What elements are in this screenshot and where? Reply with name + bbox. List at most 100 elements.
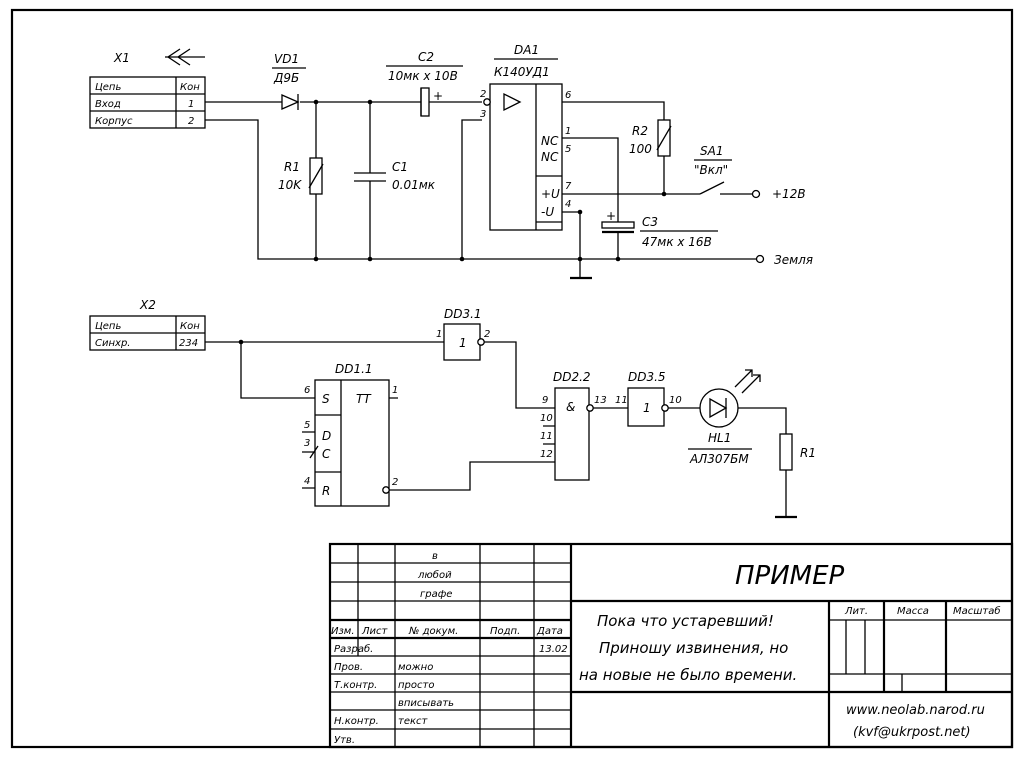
resistor-r1-top: R1 10K [278,102,324,259]
switch-sa1: SA1 "Вкл" [694,144,732,195]
dd35-pin: 11 [615,395,628,406]
dd22-pin: 13 [594,395,607,406]
c2-plus: + [433,89,443,103]
da1-label: +U [541,187,560,201]
wire-dd11-out [389,461,555,491]
capacitor-c3: + C3 47мк х 16В [601,209,718,249]
dd22-ref: DD2.2 [553,370,591,384]
x1-row-net: Вход [95,99,121,110]
change-note: любой [417,569,452,581]
dd11-pin: 6 [304,385,310,396]
c3-ref: C3 [642,215,658,229]
wire-ground [205,119,756,260]
role-label: Н.контр. [334,716,379,727]
da1-pin: 6 [565,90,571,101]
dd22-pin: 10 [540,413,553,424]
drawing-title: ПРИМЕР [735,561,845,591]
sa1-ref: SA1 [700,144,723,158]
header-change: Изм. [331,626,355,637]
junction-dots [313,99,667,262]
da1-label: NC [541,150,559,164]
x1-ref: X1 [113,51,130,65]
da1-pin: 4 [565,199,571,210]
da1-pin: 1 [565,126,571,137]
x1-row-pin: 2 [188,116,194,127]
col-header-mass: Масса [897,606,929,617]
hl1-ref: HL1 [708,431,731,445]
dd22-symbol: & [566,400,575,414]
connector-x1: X1 Цепь Кон Вход 1 Корпус 2 [89,48,206,129]
header-sheet: Лист [361,626,389,637]
col-header-lit: Лит. [844,606,868,617]
dd31-symbol: 1 [459,336,467,350]
dd11-pin: 4 [304,476,310,487]
da1-ref: DA1 [514,43,539,57]
dd31-ref: DD3.1 [444,307,482,321]
doc-line: просто [398,680,434,691]
hl1-type: АЛ307БМ [689,452,749,466]
connector-x2: X2 Цепь Кон Синхр. 234 [89,298,206,351]
x2-row-pin: 234 [179,338,198,349]
dd11-input-label: C [322,447,331,461]
description-line: Приношу извинения, но [599,639,788,657]
capacitor-c2: C2 10мк х 10В + [386,50,463,117]
doc-line: можно [398,662,433,673]
da1-label: NC [541,134,559,148]
dd35-pin: 10 [669,395,682,406]
c3-plus: + [606,209,616,223]
x1-header-pin: Кон [180,82,200,93]
x2-row-net: Синхр. [95,338,130,349]
x2-header-net: Цепь [95,321,121,332]
gate-dd3-5: DD3.5 1 11 10 [615,370,682,427]
change-note: в [432,551,438,562]
c1-value: 0.01мк [392,178,436,192]
role-label: Разраб. [334,643,373,655]
da1-pin: 7 [565,181,572,192]
wire-dd31-out [484,341,555,409]
da1-label: -U [541,205,554,219]
vd1-type: Д9Б [273,71,299,85]
wire-vminus-ground [562,211,592,279]
gate-dd2-2: DD2.2 & 9 10 11 12 13 [540,370,607,481]
net-vplus-label: +12В [772,187,806,201]
dd11-pin: 1 [392,385,398,396]
header-date: Дата [536,626,563,637]
description-line: на новые не было времени. [579,666,797,684]
contact-website: www.neolab.narod.ru [846,703,985,718]
header-signature: Подп. [490,626,520,637]
wire-c3 [562,137,619,259]
dd11-input-label: S [322,392,330,406]
role-label: Пров. [334,662,363,673]
dd35-symbol: 1 [643,401,651,415]
change-note: графе [420,589,452,600]
dd11-input-label: R [322,484,330,498]
da1-pin: 2 [480,89,486,100]
dd11-pin: 5 [304,420,310,431]
capacitor-c1: C1 0.01мк [354,102,436,259]
sa1-label: "Вкл" [694,163,728,177]
dd11-pin: 3 [304,438,310,449]
header-doc-number: № докум. [408,626,458,637]
x1-row-pin: 1 [188,99,194,110]
da1-pin: 5 [565,144,571,155]
da1-pin: 3 [480,109,486,120]
terminal-ground-icon [755,254,765,264]
c3-value: 47мк х 16В [642,235,712,249]
r2-ref: R2 [632,124,648,138]
dd22-pin: 9 [542,395,548,406]
x1-header-net: Цепь [95,82,121,93]
role-label: Утв. [334,735,355,746]
terminal-vplus-icon [751,189,761,199]
x1-row-net: Корпус [95,116,133,127]
doc-line: текст [398,716,429,727]
role-label: Т.контр. [334,680,377,691]
trigger-dd1-1: DD1.1 S D C R TT 6 5 3 4 1 2 [302,362,398,507]
connector-arrow-icon [165,48,205,66]
da1-type: К140УД1 [494,65,550,79]
resistor-r2: R2 100 [629,119,672,157]
dd11-pin: 2 [392,477,398,488]
dd11-symbol: TT [356,392,372,406]
c1-ref: C1 [392,160,408,174]
dd22-pin: 11 [540,431,553,442]
